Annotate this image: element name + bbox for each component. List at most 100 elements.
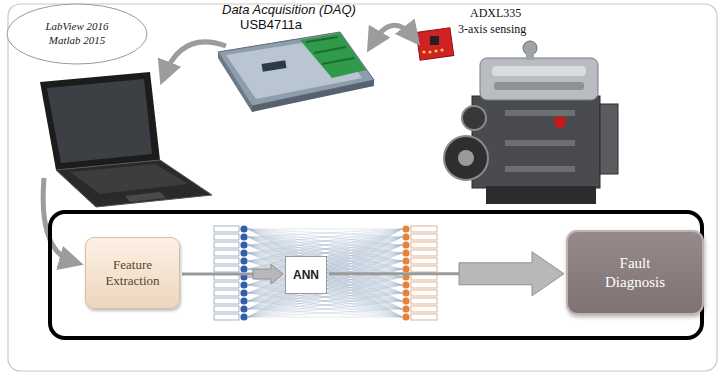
network-link bbox=[248, 237, 402, 293]
input-neuron bbox=[240, 297, 247, 304]
network-link bbox=[248, 253, 402, 317]
network-link bbox=[248, 293, 402, 317]
laptop-illustration bbox=[40, 72, 212, 207]
network-link bbox=[248, 229, 402, 230]
output-neuron bbox=[402, 281, 409, 288]
output-cell bbox=[411, 314, 437, 320]
node-text: Fault Diagnosis bbox=[589, 254, 681, 292]
output-neuron bbox=[402, 305, 409, 312]
arrow-head bbox=[459, 252, 564, 296]
network-link bbox=[248, 245, 402, 309]
network-link bbox=[248, 245, 402, 317]
network-link bbox=[248, 245, 402, 309]
input-neuron bbox=[240, 233, 247, 240]
output-neuron bbox=[402, 233, 409, 240]
output-neuron bbox=[402, 289, 409, 296]
input-cell bbox=[214, 266, 239, 272]
input-neuron bbox=[240, 289, 247, 296]
text-label: USB4711a bbox=[240, 17, 302, 32]
output-neuron bbox=[402, 241, 409, 248]
input-neuron bbox=[240, 249, 247, 256]
output-neuron bbox=[402, 257, 409, 264]
text-label: ADXL335 bbox=[470, 6, 521, 21]
input-neuron bbox=[240, 281, 247, 288]
software-ellipse: LabView 2016 Matlab 2015 bbox=[6, 3, 148, 65]
daq-device bbox=[218, 32, 374, 112]
output-cell bbox=[411, 250, 437, 256]
engine-illustration bbox=[444, 41, 618, 204]
input-cell bbox=[214, 258, 239, 264]
output-cell bbox=[411, 226, 437, 232]
network-link bbox=[248, 245, 402, 293]
output-cell bbox=[411, 258, 437, 264]
network-link bbox=[248, 229, 402, 293]
network-link bbox=[248, 229, 402, 237]
connector-line bbox=[182, 273, 253, 276]
curved-arrow bbox=[372, 25, 414, 44]
network-link bbox=[248, 237, 402, 301]
curved-arrow bbox=[164, 42, 226, 76]
input-neuron bbox=[240, 265, 247, 272]
input-cell bbox=[214, 226, 239, 232]
network-box: ANN bbox=[285, 256, 327, 294]
output-cell bbox=[411, 282, 437, 288]
node-text: LabView 2016 Matlab 2015 bbox=[35, 20, 119, 48]
network-link bbox=[248, 253, 402, 317]
connector-arrow bbox=[329, 252, 564, 296]
input-neuron bbox=[240, 257, 247, 264]
input-neuron bbox=[240, 225, 247, 232]
input-cell bbox=[214, 290, 239, 296]
connector-arrow bbox=[182, 264, 283, 284]
output-cell bbox=[411, 306, 437, 312]
output-cell bbox=[411, 298, 437, 304]
input-neuron bbox=[240, 241, 247, 248]
node-text: ANN bbox=[293, 268, 319, 282]
input-cell bbox=[214, 234, 239, 240]
input-cell bbox=[214, 298, 239, 304]
network-link bbox=[248, 309, 402, 317]
network-link bbox=[248, 253, 402, 309]
arrow-head bbox=[253, 264, 283, 284]
network-link bbox=[248, 229, 402, 301]
output-neuron bbox=[402, 313, 409, 320]
network-link bbox=[248, 317, 402, 318]
output-neuron bbox=[402, 249, 409, 256]
output-cell bbox=[411, 266, 437, 272]
connector-line bbox=[329, 272, 459, 275]
input-cell bbox=[214, 282, 239, 288]
network-link bbox=[248, 253, 402, 301]
ellipse-shape bbox=[7, 4, 147, 64]
output-neuron bbox=[402, 297, 409, 304]
output-cell bbox=[411, 242, 437, 248]
network-link bbox=[248, 237, 402, 317]
sensor-board bbox=[416, 28, 454, 60]
network-link bbox=[248, 229, 402, 293]
input-cell bbox=[214, 314, 239, 320]
network-link bbox=[248, 229, 402, 245]
network-link bbox=[248, 301, 402, 317]
result-box: Fault Diagnosis bbox=[566, 230, 704, 315]
text-label: Data Acquisition (DAQ) bbox=[222, 2, 356, 17]
text-label: 3-axis sensing bbox=[458, 22, 526, 37]
network-link bbox=[248, 253, 402, 309]
network-link bbox=[248, 245, 402, 293]
network-link bbox=[248, 237, 402, 293]
network-link bbox=[248, 237, 402, 301]
curved-arrow bbox=[43, 178, 74, 262]
input-cell bbox=[214, 250, 239, 256]
network-link bbox=[248, 245, 402, 317]
input-neuron bbox=[240, 313, 247, 320]
network-link bbox=[248, 301, 402, 317]
input-neuron bbox=[240, 305, 247, 312]
network-link bbox=[248, 229, 402, 301]
outer-frame bbox=[8, 4, 717, 371]
output-cell bbox=[411, 234, 437, 240]
output-neuron bbox=[402, 265, 409, 272]
network-link bbox=[248, 253, 402, 301]
input-cell bbox=[214, 242, 239, 248]
node-text: Feature Extraction bbox=[94, 257, 172, 290]
network-link bbox=[248, 229, 402, 237]
input-cell bbox=[214, 306, 239, 312]
